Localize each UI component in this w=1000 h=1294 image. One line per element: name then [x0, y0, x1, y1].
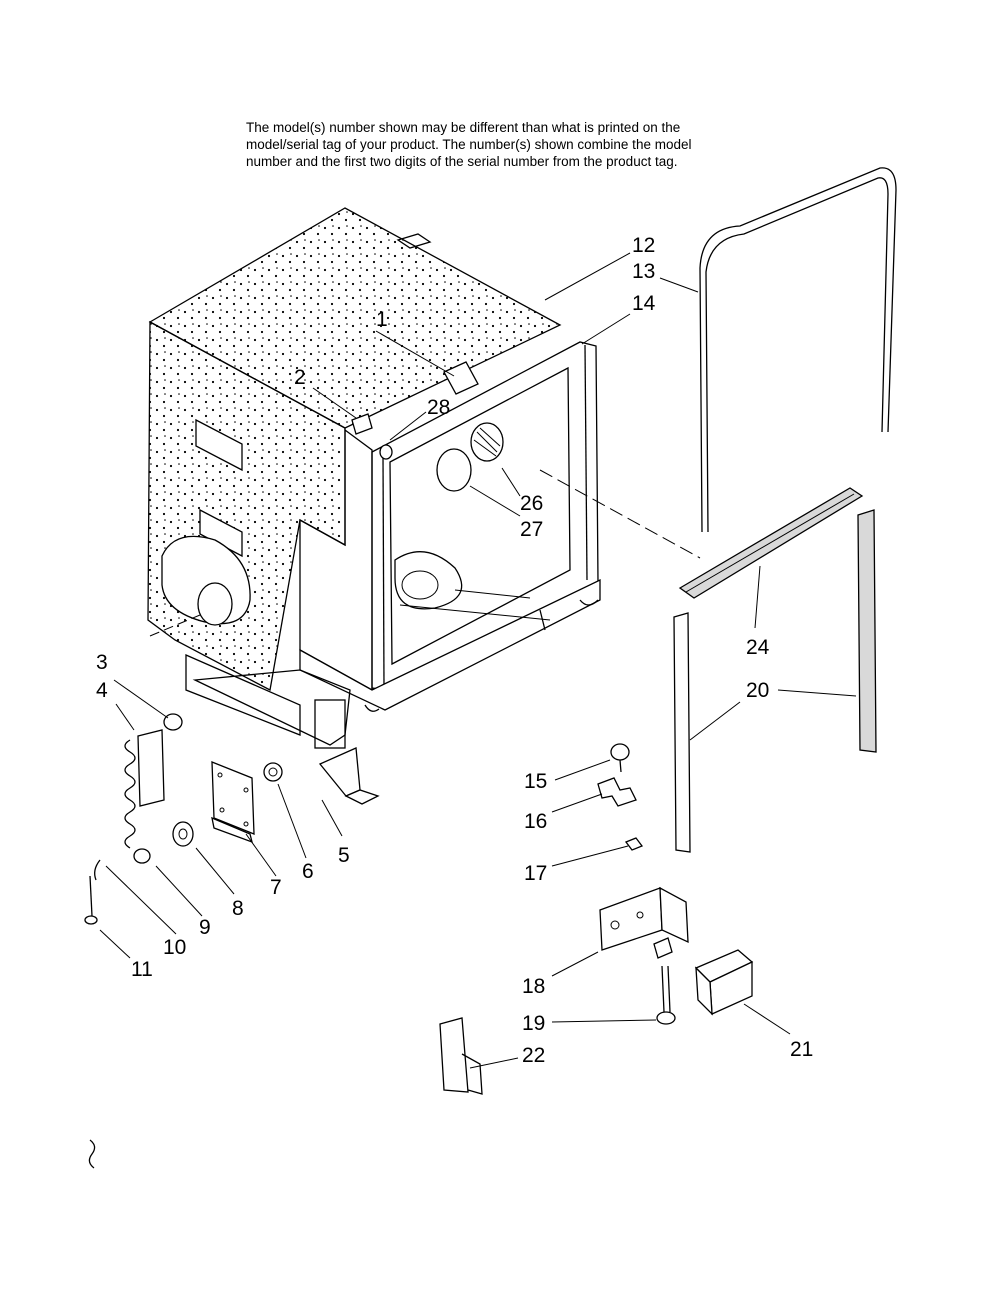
callout-4: 4 — [96, 679, 108, 702]
callout-11: 11 — [131, 958, 153, 981]
model-number-note: The model(s) number shown may be differe… — [246, 119, 786, 170]
callout-labels: 1 2 28 12 13 14 26 27 24 20 15 16 17 18 … — [96, 234, 813, 1067]
mounting-plate-7 — [211, 761, 255, 844]
callout-1: 1 — [376, 308, 388, 331]
callout-5: 5 — [338, 844, 350, 867]
page-mark — [88, 1139, 96, 1169]
clip-2 — [351, 413, 373, 435]
callout-15: 15 — [524, 770, 547, 793]
screw-9 — [133, 848, 151, 864]
clip-16 — [597, 777, 637, 807]
callout-20: 20 — [746, 679, 769, 702]
tub-base-frame — [185, 609, 546, 749]
callout-7: 7 — [270, 876, 282, 899]
callout-17: 17 — [524, 862, 547, 885]
door-strip — [678, 487, 864, 599]
callout-19: 19 — [522, 1012, 545, 1035]
callout-21: 21 — [790, 1038, 813, 1061]
callout-26: 26 — [520, 492, 543, 515]
callout-16: 16 — [524, 810, 547, 833]
callout-3: 3 — [96, 651, 108, 674]
callout-2: 2 — [294, 366, 306, 389]
callout-8: 8 — [232, 897, 244, 920]
callout-22: 22 — [522, 1044, 545, 1067]
callout-27: 27 — [520, 518, 543, 541]
callout-10: 10 — [163, 936, 186, 959]
counterbalance-spring-4 — [84, 729, 165, 925]
channel-21 — [694, 949, 754, 1016]
door-gasket — [699, 167, 897, 533]
note-line-2: model/serial tag of your product. The nu… — [246, 137, 692, 152]
plug-3 — [163, 713, 183, 731]
mounting-bracket-18 — [599, 886, 689, 959]
callout-9: 9 — [199, 916, 211, 939]
callout-6: 6 — [302, 860, 314, 883]
side-trim-right — [857, 509, 877, 753]
callout-13: 13 — [632, 260, 655, 283]
screw-17 — [624, 837, 644, 851]
note-line-3: number and the first two digits of the s… — [246, 154, 678, 169]
side-trim-left — [673, 612, 691, 853]
hinge-1 — [443, 361, 479, 395]
nut-6 — [263, 762, 283, 782]
callout-12: 12 — [632, 234, 655, 257]
callout-24: 24 — [746, 636, 770, 659]
cap-28 — [379, 444, 393, 460]
callout-28: 28 — [427, 396, 450, 419]
leveling-leg-19 — [656, 965, 676, 1025]
callout-18: 18 — [522, 975, 545, 998]
pulley-8 — [172, 821, 194, 847]
side-bracket-22 — [439, 1017, 483, 1095]
leader-lines — [99, 252, 857, 1069]
callout-14: 14 — [632, 292, 656, 315]
screw-15 — [610, 743, 630, 773]
tub-front-frame — [299, 341, 601, 712]
note-line-1: The model(s) number shown may be differe… — [246, 120, 681, 135]
bracket-5 — [318, 747, 380, 805]
